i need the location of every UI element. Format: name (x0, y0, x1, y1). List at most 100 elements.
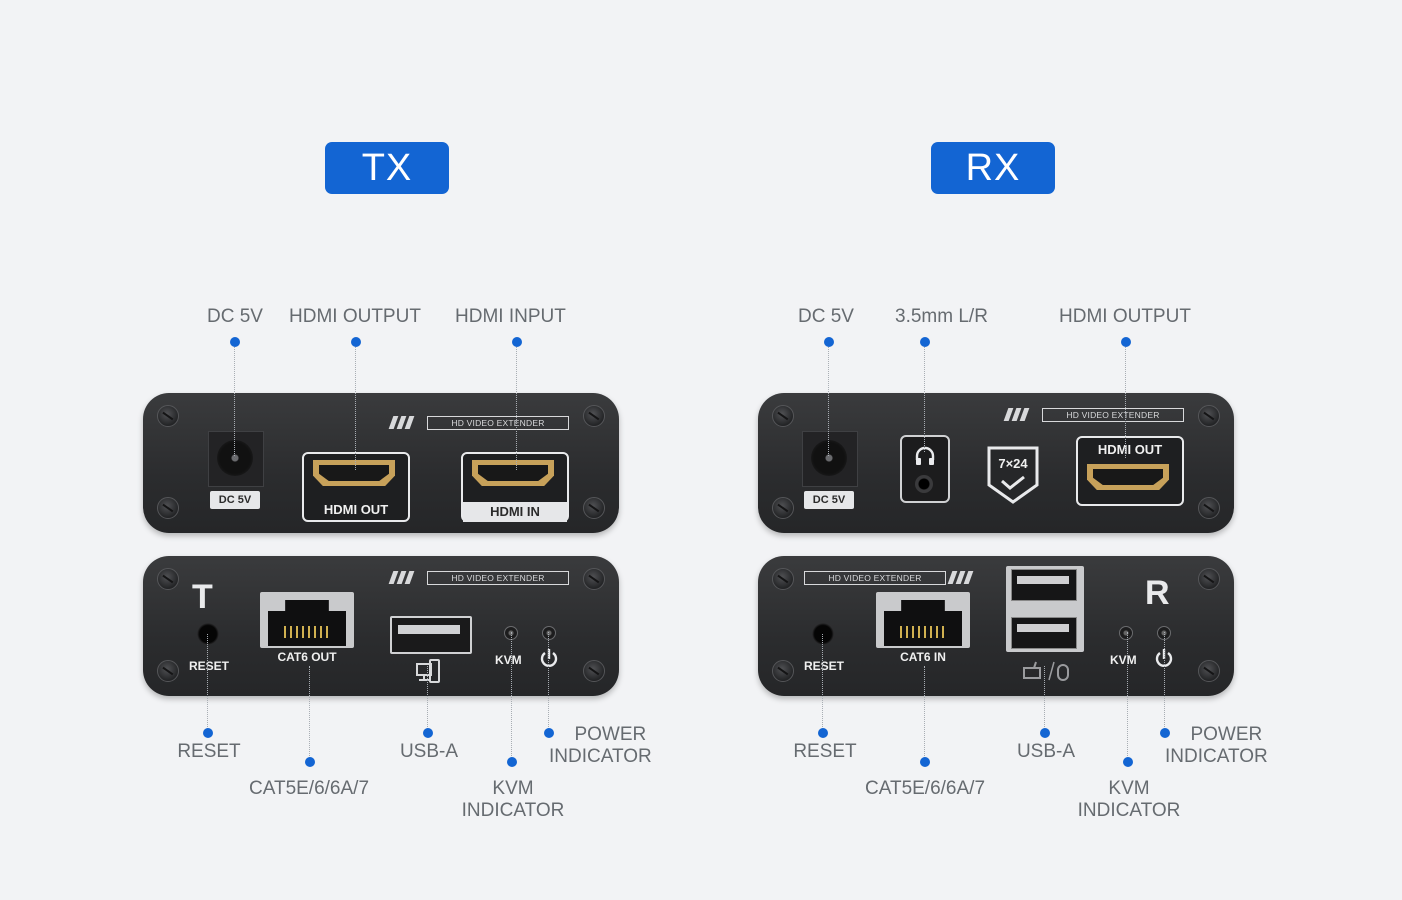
screw-icon (157, 568, 179, 590)
rx-back-panel: HD VIDEO EXTENDER RESET CAT6 IN R KVM (758, 556, 1234, 696)
callout-dot (544, 728, 554, 738)
tx-label-hdmi-output: HDMI OUTPUT (289, 306, 421, 327)
callout-dot (203, 728, 213, 738)
kvm-led (1119, 626, 1133, 640)
screw-icon (157, 405, 179, 427)
callout-dot (1123, 757, 1133, 767)
usb-a-port (390, 616, 472, 654)
kvm-label: KVM (1110, 653, 1137, 667)
callout-dot (920, 757, 930, 767)
screw-icon (1198, 660, 1220, 682)
callout-line (1125, 342, 1127, 458)
callout-line (1044, 666, 1046, 733)
callout-dot (305, 757, 315, 767)
usb-device-icon (416, 659, 440, 683)
callout-dot (920, 337, 930, 347)
screw-icon (772, 497, 794, 519)
rx-tag: RX (931, 142, 1055, 194)
callout-dot (423, 728, 433, 738)
callout-line (822, 634, 824, 733)
callout-dot (824, 337, 834, 347)
callout-dot (507, 757, 517, 767)
kvm-led (504, 626, 518, 640)
callout-line (1127, 632, 1129, 762)
callout-line (924, 342, 926, 452)
hdmi-out-label: HDMI OUT (1097, 442, 1163, 457)
dc-jack: DC 5V (802, 431, 858, 511)
brand-logo: HD VIDEO EXTENDER (388, 416, 571, 430)
screw-icon (583, 568, 605, 590)
tx-back-panel: HD VIDEO EXTENDER T RESET CAT6 OUT KVM (143, 556, 619, 696)
callout-line (207, 634, 209, 733)
rx-label-cat: CAT5E/6/6A/7 (864, 778, 986, 799)
hdmi-in-port: HDMI IN (461, 452, 569, 522)
screw-icon (772, 405, 794, 427)
callout-dot (1040, 728, 1050, 738)
screw-icon (1198, 568, 1220, 590)
rx-front-panel: HD VIDEO EXTENDER DC 5V 7×24 HDMI OUT (758, 393, 1234, 533)
keyboard-mouse-icon (1023, 661, 1069, 681)
screw-icon (583, 497, 605, 519)
callout-line (828, 342, 830, 456)
screw-icon (157, 660, 179, 682)
callout-dot (818, 728, 828, 738)
rx-label-audio: 3.5mm L/R (895, 306, 988, 327)
screw-icon (1198, 405, 1220, 427)
hdmi-in-label: HDMI IN (463, 502, 567, 522)
rj45-label: CAT6 IN (900, 650, 946, 664)
tx-tag: TX (325, 142, 449, 194)
tx-mark: T (192, 578, 213, 616)
brand-logo: HD VIDEO EXTENDER (804, 571, 984, 585)
callout-dot (351, 337, 361, 347)
tx-label-cat: CAT5E/6/6A/7 (248, 778, 370, 799)
usb-a-ports (1006, 566, 1084, 652)
screw-icon (583, 405, 605, 427)
check-shield-icon: 7×24 (986, 445, 1040, 505)
screw-icon (157, 497, 179, 519)
callout-line (548, 632, 550, 733)
callout-line (516, 342, 518, 470)
rj45-label: CAT6 OUT (277, 650, 337, 664)
callout-line (427, 666, 429, 733)
tx-label-reset: RESET (177, 741, 241, 762)
callout-dot (512, 337, 522, 347)
screw-icon (772, 568, 794, 590)
rj45-port: CAT6 OUT (260, 592, 354, 664)
callout-line (355, 342, 357, 470)
brand-logo: HD VIDEO EXTENDER (1003, 408, 1186, 422)
tx-label-usb: USB-A (399, 741, 459, 762)
tx-label-hdmi-input: HDMI INPUT (455, 306, 566, 327)
dc-jack-label: DC 5V (210, 491, 260, 509)
kvm-label: KVM (495, 653, 522, 667)
rx-label-reset: RESET (793, 741, 857, 762)
reset-label: RESET (804, 659, 845, 673)
callout-dot (230, 337, 240, 347)
callout-dot (1121, 337, 1131, 347)
rx-label-usb: USB-A (1016, 741, 1076, 762)
rx-label-hdmi-output: HDMI OUTPUT (1059, 306, 1191, 327)
power-icon (1155, 649, 1173, 667)
tx-label-dc: DC 5V (207, 306, 263, 327)
callout-line (234, 342, 236, 456)
rj45-port: CAT6 IN (876, 592, 970, 664)
callout-line (309, 666, 311, 762)
reset-label: RESET (189, 659, 230, 673)
rx-mark: R (1145, 574, 1170, 612)
rx-label-dc: DC 5V (798, 306, 854, 327)
dc-jack-label: DC 5V (804, 491, 854, 509)
callout-line (924, 666, 926, 762)
screw-icon (1198, 497, 1220, 519)
screw-icon (583, 660, 605, 682)
hdmi-out-label: HDMI OUT (323, 502, 389, 517)
screw-icon (772, 660, 794, 682)
badge-text: 7×24 (998, 456, 1028, 471)
hdmi-out-port: HDMI OUT (1076, 436, 1184, 506)
power-led (1157, 626, 1171, 640)
tx-front-panel: HD VIDEO EXTENDER DC 5V HDMI OUT HDMI IN (143, 393, 619, 533)
callout-line (1164, 632, 1166, 733)
callout-dot (1160, 728, 1170, 738)
